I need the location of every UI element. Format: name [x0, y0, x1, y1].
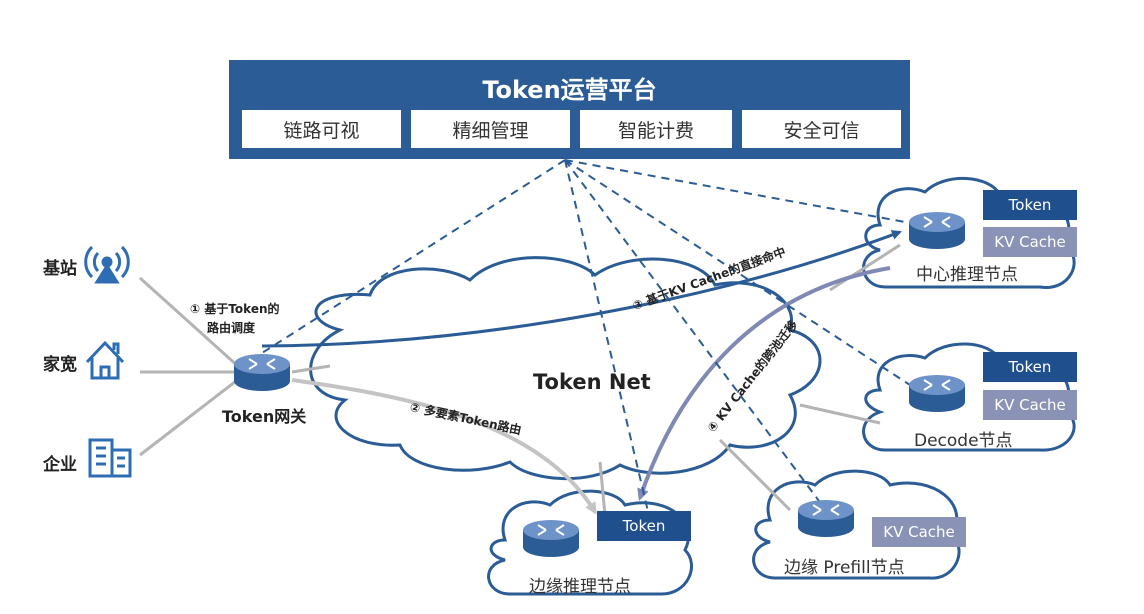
token-net-label: Token Net — [533, 370, 651, 394]
house-icon — [85, 340, 125, 380]
decode-token-tag: Token — [983, 352, 1077, 382]
center-token-tag: Token — [983, 190, 1077, 220]
source-home-broadband: 家宽 — [43, 355, 77, 375]
link-basestation — [138, 276, 242, 370]
center-node-label: 中心推理节点 — [916, 265, 1018, 285]
router-icon — [798, 500, 854, 537]
module-security-trust: 安全可信 — [742, 110, 901, 148]
edge-token-tag: Token — [597, 511, 691, 541]
prefill-node-label: 边缘 Prefill节点 — [784, 558, 905, 578]
source-base-station: 基站 — [43, 259, 77, 279]
router-icon — [234, 354, 290, 391]
routing-arrow — [291, 378, 597, 515]
prefill-kvcache-tag: KV Cache — [872, 517, 966, 547]
edge-node-label: 边缘推理节点 — [529, 577, 631, 597]
decode-node-label: Decode节点 — [914, 431, 1013, 451]
module-smart-billing: 智能计费 — [580, 110, 732, 148]
gateway-annotation-line1: ① 基于Token的 — [190, 302, 280, 316]
center-kvcache-tag: KV Cache — [983, 227, 1077, 257]
router-icon — [909, 212, 965, 249]
token-net-cloud — [309, 256, 822, 480]
decode-kvcache-tag: KV Cache — [983, 390, 1077, 420]
antenna-icon — [84, 245, 130, 284]
platform-title: Token运营平台 — [482, 76, 657, 104]
module-link-visibility: 链路可视 — [242, 110, 401, 148]
kv-migrate-arrow — [637, 266, 891, 501]
gateway-label: Token网关 — [222, 407, 307, 426]
building-icon — [88, 438, 132, 478]
kv-hit-arrow — [261, 230, 902, 348]
source-enterprise: 企业 — [43, 455, 77, 475]
router-icon — [909, 375, 965, 412]
module-fine-management: 精细管理 — [411, 110, 570, 148]
token-platform-panel: Token运营平台 链路可视 精细管理 智能计费 安全可信 — [229, 60, 910, 159]
gateway-annotation-line2: 路由调度 — [207, 321, 256, 335]
link-enterprise — [139, 376, 241, 457]
management-links — [261, 159, 911, 521]
router-icon — [523, 520, 579, 557]
